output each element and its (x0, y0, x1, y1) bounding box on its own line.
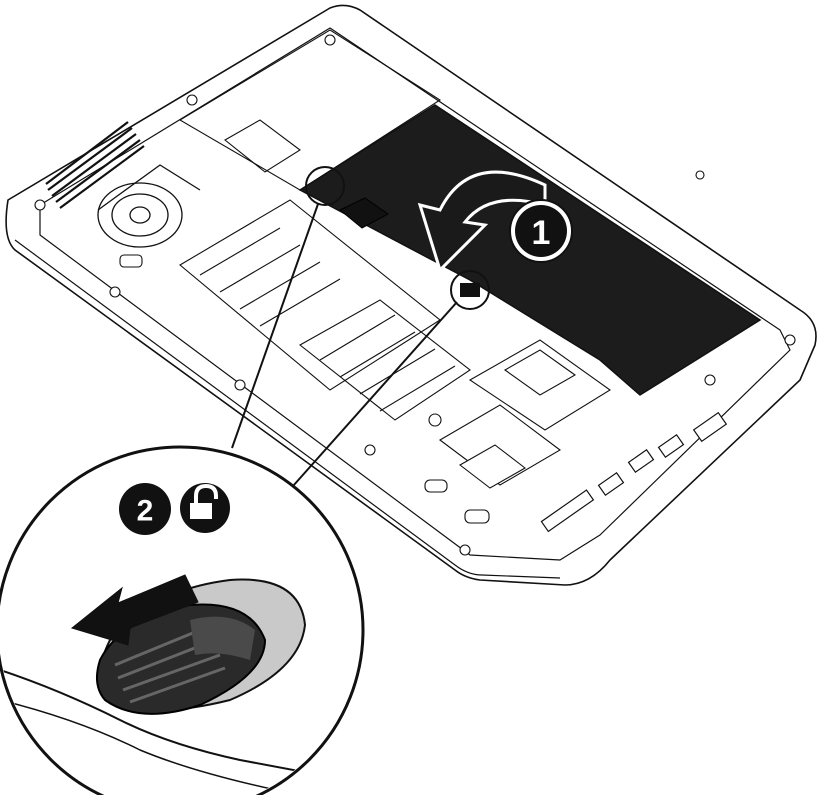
latch-indicator-lower (450, 270, 490, 310)
board-components (119, 254, 611, 524)
curved-arrow-icon (417, 170, 547, 273)
step-1-number: 1 (532, 214, 551, 252)
callout-step-1: 1 (509, 199, 573, 263)
callout-step-2: 2 (119, 483, 171, 535)
bay-outline (39, 27, 791, 561)
leader-line-upper (231, 203, 319, 449)
zoom-detail: 2 (0, 445, 365, 795)
front-lip (14, 239, 561, 579)
latch-lower-mini (460, 283, 480, 297)
upper-panel (178, 29, 442, 191)
fan (97, 164, 201, 248)
zoom-chassis-edge (0, 669, 361, 791)
battery-tab (339, 197, 389, 229)
vent-grille (45, 121, 145, 209)
chassis-outline (5, 4, 817, 586)
leader-line-lower (292, 301, 458, 487)
unlock-icon (180, 483, 230, 533)
screw-holes (34, 34, 796, 556)
left-arrow-icon (70, 574, 199, 646)
laptop-base (5, 4, 817, 586)
side-ports (540, 411, 728, 533)
step-2-number: 2 (137, 495, 154, 528)
latch-indicator-upper (305, 166, 345, 206)
